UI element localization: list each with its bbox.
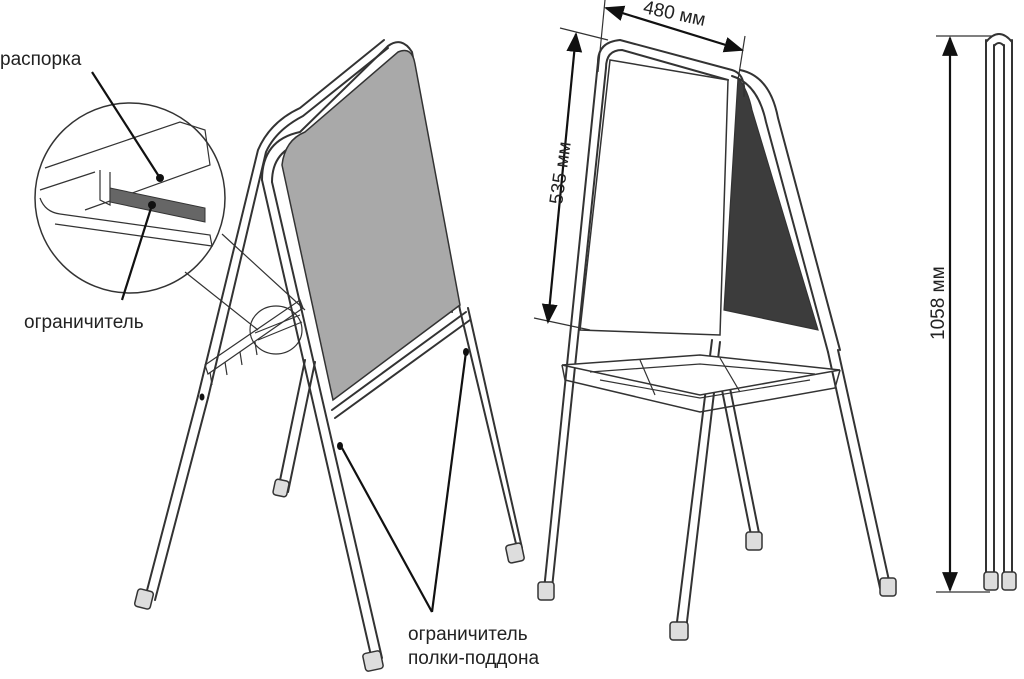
right-easel: 480 мм 535 мм xyxy=(533,0,897,641)
label-limiter: ограничитель xyxy=(24,312,144,333)
label-raspor: распорка xyxy=(0,49,82,70)
detail-source-ellipse xyxy=(249,305,303,355)
folded-easel: 1058 мм xyxy=(928,33,1017,593)
right-easel-white-board xyxy=(579,59,729,336)
detail-zoom xyxy=(34,102,306,355)
right-easel-dark-board xyxy=(723,76,819,331)
leader-lines xyxy=(91,71,468,613)
right-easel-feet xyxy=(537,531,897,641)
label-shelf-limiter-line2: полки-поддона xyxy=(408,648,539,669)
detail-rail xyxy=(109,187,206,223)
dimension-width-label: 480 мм xyxy=(641,0,707,31)
label-shelf-limiter-line1: ограничитель xyxy=(408,624,528,645)
left-easel-board xyxy=(281,49,461,402)
folded-easel-feet xyxy=(983,571,1017,591)
left-easel-back-frame xyxy=(144,39,389,601)
dimension-total-height-label: 1058 мм xyxy=(928,266,949,340)
right-easel-tray xyxy=(561,354,841,413)
dimension-board-height-label: 535 мм xyxy=(546,140,576,205)
left-easel xyxy=(133,39,525,672)
left-easel-feet xyxy=(133,478,525,672)
